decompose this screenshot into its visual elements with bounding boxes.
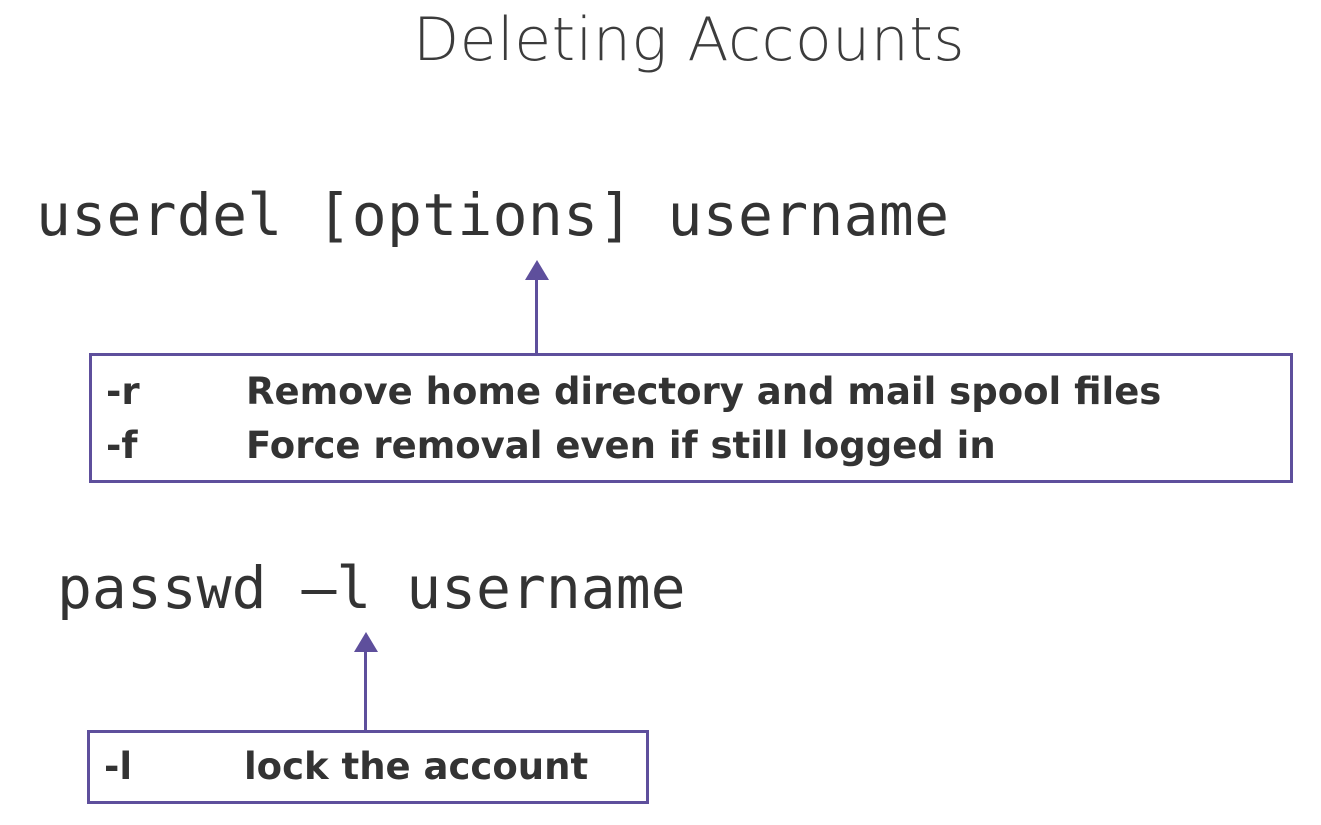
arrow-up-icon [525, 260, 549, 280]
command-name: passwd [57, 554, 267, 622]
command-name: userdel [36, 181, 283, 249]
option-description: lock the account [244, 745, 589, 788]
arrow-shaft [535, 276, 538, 356]
userdel-command: userdel [options] username [36, 180, 949, 250]
passwd-options-box: -l lock the account [87, 730, 649, 804]
passwd-command: passwd –l username [57, 553, 686, 623]
option-flag: -l [104, 745, 133, 788]
option-description: Remove home directory and mail spool fil… [246, 370, 1162, 413]
arrow-up-icon [354, 632, 378, 652]
slide-title: Deleting Accounts [412, 5, 965, 75]
arrow-shaft [364, 648, 367, 732]
userdel-options-box: -r Remove home directory and mail spool … [89, 353, 1293, 483]
command-argument: username [667, 181, 950, 249]
option-flag: -r [106, 370, 140, 413]
option-flag: -f [106, 424, 138, 467]
option-description: Force removal even if still logged in [246, 424, 996, 467]
command-flag: –l [301, 554, 372, 622]
command-options: [options] [316, 181, 634, 249]
command-argument: username [406, 554, 686, 622]
